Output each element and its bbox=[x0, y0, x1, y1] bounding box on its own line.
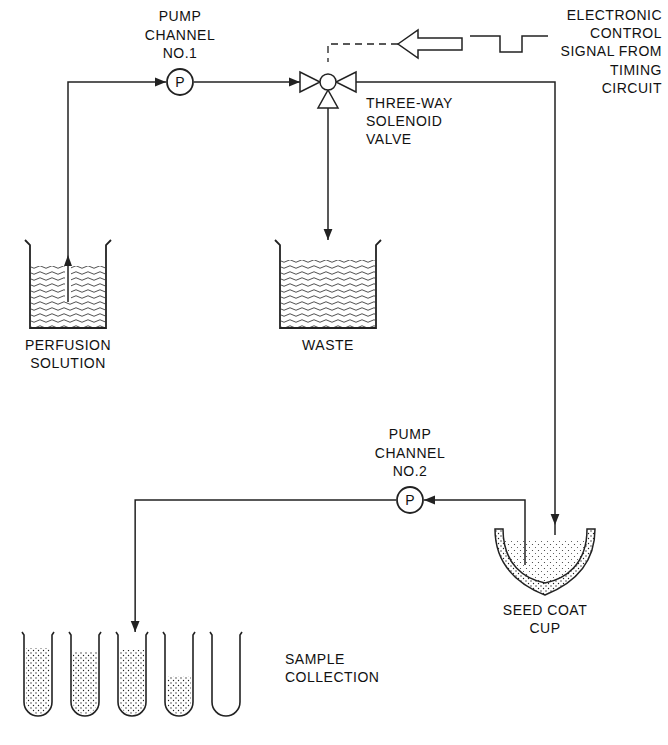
inlet-tube bbox=[554, 525, 556, 535]
test-tube bbox=[22, 632, 54, 716]
part-label: PERFUSION SOLUTION bbox=[8, 336, 128, 372]
pump-symbol-letter: P bbox=[166, 68, 194, 96]
signal-label: ELECTRONIC CONTROL SIGNAL FROM TIMING CI… bbox=[558, 6, 662, 97]
flow-line bbox=[194, 81, 300, 83]
valve-port bbox=[336, 72, 356, 92]
pump-channel: PUMP CHANNEL NO.2P bbox=[396, 486, 424, 514]
valve-body bbox=[320, 74, 336, 90]
valve-port bbox=[300, 72, 320, 92]
valve-port bbox=[318, 90, 338, 108]
liquid bbox=[281, 260, 375, 327]
beaker-outline bbox=[25, 240, 111, 328]
intake-tube bbox=[67, 240, 69, 302]
pump-symbol-letter: P bbox=[396, 486, 424, 514]
seed-coat-cup-shape bbox=[495, 525, 595, 595]
beaker-outline bbox=[275, 240, 381, 328]
test-tube bbox=[116, 632, 148, 716]
perfusion-beaker-shape bbox=[25, 240, 111, 330]
control-dashed-line bbox=[328, 44, 398, 62]
test-tube bbox=[163, 632, 195, 716]
sample-liquid bbox=[73, 652, 97, 714]
pulse-symbol bbox=[470, 36, 548, 52]
part-label: WASTE bbox=[273, 336, 383, 354]
solenoid-valve: THREE-WAY SOLENOID VALVE bbox=[300, 64, 356, 108]
pump-channel: PUMP CHANNEL NO.1P bbox=[166, 68, 194, 96]
waste-beaker-shape bbox=[275, 240, 381, 330]
seed-coat-cup: SEED COAT CUP bbox=[495, 525, 595, 595]
part-label: PUMP CHANNEL NO.1 bbox=[134, 7, 226, 62]
test-tube bbox=[69, 632, 101, 716]
seed-coat bbox=[495, 529, 595, 595]
sample-tubes: SAMPLE COLLECTION bbox=[20, 632, 255, 724]
flow-line bbox=[327, 108, 329, 240]
sample-liquid bbox=[167, 676, 191, 714]
flow-line bbox=[356, 82, 555, 525]
flow-line bbox=[68, 82, 166, 240]
hollow-arrow bbox=[398, 30, 462, 58]
waste-beaker: WASTE bbox=[275, 240, 381, 330]
part-label: SEED COAT CUP bbox=[493, 601, 597, 637]
solenoid-valve-shape bbox=[300, 64, 356, 108]
pump-circle bbox=[167, 69, 193, 95]
test-tube bbox=[210, 632, 242, 716]
part-label: PUMP CHANNEL NO.2 bbox=[364, 425, 456, 480]
part-label: THREE-WAY SOLENOID VALVE bbox=[366, 94, 478, 149]
pump-circle bbox=[397, 487, 423, 513]
sample-tubes-shape bbox=[20, 632, 255, 724]
part-label: SAMPLE COLLECTION bbox=[285, 650, 405, 686]
outlet-tube bbox=[524, 525, 526, 565]
perfusion-beaker: PERFUSION SOLUTION bbox=[25, 240, 111, 330]
flow-line bbox=[135, 500, 396, 632]
sample-liquid bbox=[120, 650, 144, 714]
flow-line bbox=[424, 500, 525, 525]
sample-liquid bbox=[26, 648, 50, 714]
flow-arrow bbox=[64, 255, 72, 266]
